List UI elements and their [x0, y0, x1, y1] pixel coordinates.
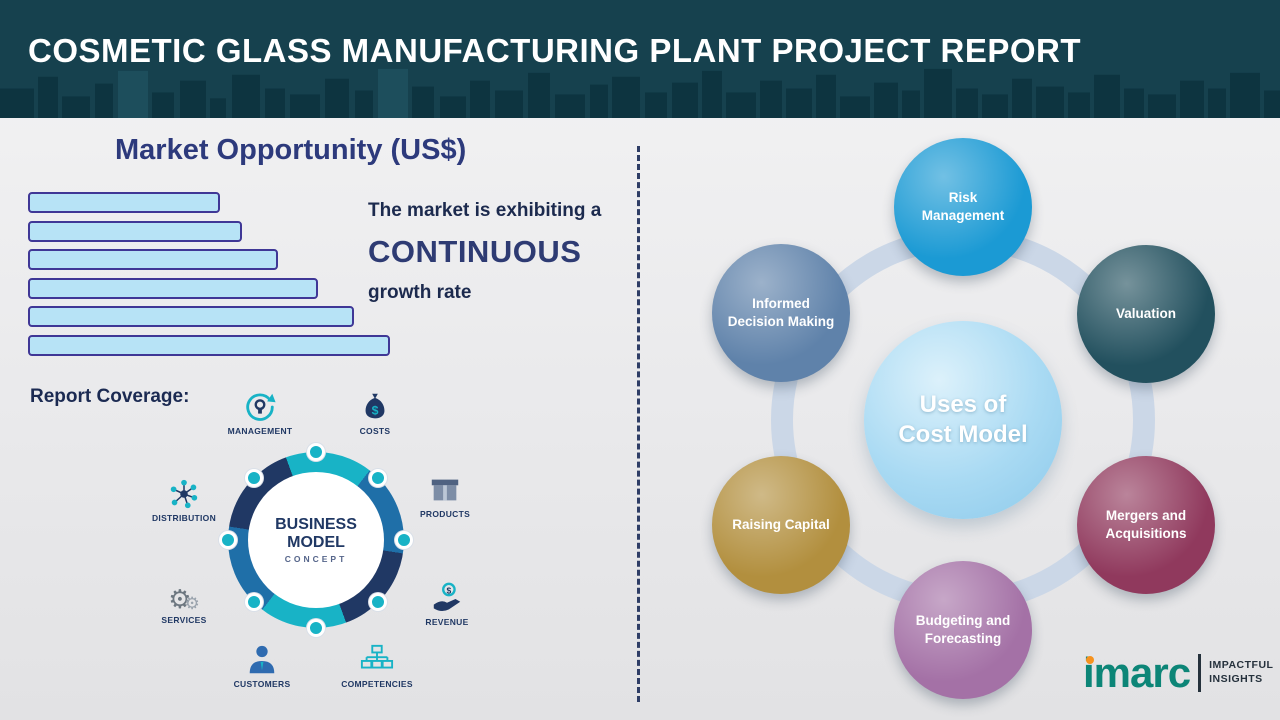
growth-statement: The market is exhibiting a CONTINUOUS gr… — [368, 200, 630, 304]
bm-item-products: PRODUCTS — [405, 471, 485, 519]
market-opportunity-heading: Market Opportunity (US$) — [115, 134, 467, 166]
ring-node-dot — [245, 469, 263, 487]
header: COSMETIC GLASS MANUFACTURING PLANT PROJE… — [0, 0, 1280, 118]
market-bars-chart — [28, 192, 390, 363]
bm-center-line2: MODEL — [287, 533, 345, 551]
bm-item-label: REVENUE — [425, 617, 469, 627]
ring-node-dot — [307, 619, 325, 637]
city-skyline-graphic — [0, 68, 1280, 118]
cost-model-item-label: Informed Decision Making — [727, 296, 835, 329]
bm-item-revenue: $ REVENUE — [407, 579, 487, 627]
section-divider — [637, 146, 640, 702]
cost-model-item-label: Raising Capital — [732, 517, 830, 533]
cost-model-item-budgeting-forecasting: Budgeting and Forecasting — [894, 561, 1032, 699]
cost-model-item-valuation: Valuation — [1077, 245, 1215, 383]
ring-node-dot — [395, 531, 413, 549]
cost-model-center-line2: Cost Model — [898, 421, 1028, 448]
cost-model-center-line1: Uses of — [919, 391, 1007, 418]
bm-item-label: DISTRIBUTION — [151, 513, 217, 523]
report-coverage-label: Report Coverage: — [30, 386, 190, 407]
cost-model-item-label: Valuation — [1115, 306, 1176, 322]
bm-item-distribution: DISTRIBUTION — [144, 475, 224, 523]
ring-node-dot — [245, 593, 263, 611]
bm-item-competencies: COMPETENCIES — [337, 641, 417, 689]
bm-item-costs: $ COSTS — [335, 388, 415, 436]
ring-node-dot — [369, 469, 387, 487]
box-icon — [428, 471, 462, 507]
imarc-logo-tagline: IMPACTFUL INSIGHTS — [1209, 659, 1274, 685]
recycle-idea-icon — [243, 388, 277, 424]
market-bar — [28, 306, 354, 327]
network-icon — [167, 475, 201, 511]
cost-model-item-risk-management: Risk Management — [894, 138, 1032, 276]
gears-icon: ⚙⚙ — [168, 585, 200, 615]
bm-item-label: MANAGEMENT — [227, 426, 293, 436]
cost-model-item-label: Budgeting and Forecasting — [915, 613, 1011, 646]
market-bar — [28, 220, 242, 242]
market-bar — [28, 249, 278, 270]
money-bag-icon: $ — [358, 388, 392, 424]
market-bar — [28, 334, 390, 356]
page-title: COSMETIC GLASS MANUFACTURING PLANT PROJE… — [28, 32, 1082, 69]
hand-coin-icon: $ — [430, 579, 464, 615]
ring-node-dot — [219, 531, 237, 549]
cost-model-item-label: Risk Management — [921, 190, 1005, 223]
cost-model-center-circle: Uses of Cost Model — [864, 321, 1062, 519]
bm-center-line1: BUSINESS — [275, 515, 357, 533]
growth-line2: CONTINUOUS — [368, 234, 582, 269]
ring-node-dot — [369, 593, 387, 611]
svg-text:$: $ — [447, 585, 452, 595]
bm-item-label: CUSTOMERS — [233, 679, 291, 689]
cost-model-section: Uses of Cost Model Risk Management Valua… — [640, 118, 1280, 720]
imarc-logo-separator — [1198, 654, 1202, 692]
market-bar — [28, 277, 318, 299]
bm-item-services: ⚙⚙ SERVICES — [144, 577, 224, 625]
cost-model-item-label: Mergers and Acquisitions — [1105, 508, 1187, 541]
person-icon — [245, 641, 279, 677]
cost-model-item-informed-decision-making: Informed Decision Making — [712, 244, 850, 382]
market-bar — [28, 192, 220, 213]
cost-model-item-raising-capital: Raising Capital — [712, 456, 850, 594]
ring-node-dot — [307, 443, 325, 461]
business-model-center: BUSINESS MODEL CONCEPT — [248, 472, 384, 608]
svg-text:$: $ — [372, 404, 379, 418]
bm-item-label: COSTS — [359, 426, 391, 436]
bm-item-label: COMPETENCIES — [341, 679, 413, 689]
cost-model-item-mergers-acquisitions: Mergers and Acquisitions — [1077, 456, 1215, 594]
bm-item-management: MANAGEMENT — [220, 388, 300, 436]
imarc-logo: imarc IMPACTFUL INSIGHTS — [1083, 652, 1273, 694]
bm-item-label: PRODUCTS — [419, 509, 471, 519]
imarc-logo-wordmark: imarc — [1083, 649, 1191, 696]
org-chart-icon — [360, 641, 394, 677]
bm-center-line3: CONCEPT — [284, 554, 348, 565]
growth-line3: growth rate — [368, 282, 472, 303]
bm-item-customers: CUSTOMERS — [222, 641, 302, 689]
bm-item-label: SERVICES — [161, 615, 207, 625]
growth-line1: The market is exhibiting a — [368, 200, 602, 221]
business-model-diagram: BUSINESS MODEL CONCEPT MANAGEMENT $ COST… — [130, 385, 510, 717]
business-model-ring: BUSINESS MODEL CONCEPT — [219, 443, 413, 637]
imarc-logo-orange-dot — [1086, 656, 1094, 664]
